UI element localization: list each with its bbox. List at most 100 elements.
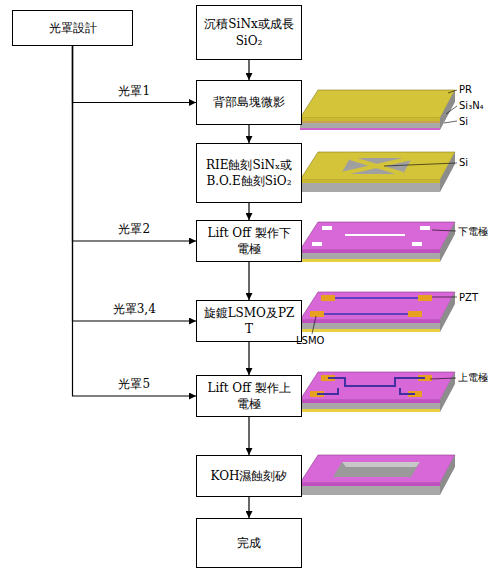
layer-label: Si [459,116,468,127]
flow-arrow [248,262,249,300]
wafer-stage-6-part [300,455,455,483]
process-box: RIE蝕刻SiNₓ或 B.O.E蝕刻SiO₂ [196,143,302,203]
wafer-stage-4-part [324,313,408,315]
layer-label: 下電極 [458,226,488,237]
layer-label: PZT [459,292,478,303]
process-box: Lift Off 製作上 電極 [196,375,302,417]
wafer-stage-4-part [300,320,440,323]
wafer-stage-4-part [310,311,324,317]
mask-label: 光罩2 [116,221,152,238]
wafer-stage-3 [300,222,456,262]
wafer-stage-6-part [300,486,440,495]
wafer-stage-2-part [300,180,440,183]
wafer-stage-6-part [333,462,420,477]
wafer-stage-1-part [446,106,457,114]
wafer-stage-6-part [440,455,455,495]
wafer-stage-1 [300,90,457,130]
wafer-stage-3-part [345,234,405,236]
wafer-stage-4-part [300,329,440,332]
wafer-stage-4-part [300,323,440,329]
wafer-stage-4-part [321,295,335,301]
step-text: 沉積SiNx或成長 SiO₂ [202,16,296,48]
mask-label: 光罩5 [116,376,152,393]
wafer-stage-4-part [408,311,422,317]
step-text: 光罩設計 [49,20,97,36]
wafer-stage-2-part [300,152,455,180]
wafer-stage-3-part [300,259,440,262]
mask-design-box: 光罩設計 [12,10,133,46]
wafer-stage-2-part [440,152,455,192]
mask-connector [73,46,197,321]
process-box: KOH濕蝕刻矽 [196,455,302,497]
mask-connector [73,46,197,241]
process-box: 沉積SiNx或成長 SiO₂ [196,5,302,60]
wafer-stage-2 [300,152,457,192]
layer-label: PR [459,84,472,95]
flow-arrow [248,125,249,143]
wafer-stage-6-part [300,483,440,486]
wafer-stage-5-part [317,388,338,394]
wafer-stage-1-part [444,121,457,123]
mask-label: 光罩3,4 [111,301,158,318]
mask-connector [73,46,197,396]
step-text: Lift Off 製作上 電極 [202,380,296,412]
wafer-stage-5-part [328,378,425,386]
wafer-stage-5-part [300,403,440,409]
wafer-stage-4-part [432,297,457,298]
wafer-stage-3-part [322,226,332,230]
layer-label: Si₃N₄ [459,100,484,111]
wafer-stage-3-part [432,230,456,231]
layer-label: 上電極 [458,372,488,383]
wafer-stage-2-part [341,158,412,174]
wafer-stage-1-part [300,123,440,128]
wafer-stage-3-part [412,242,422,246]
step-text: 背部島塊微影 [213,94,285,110]
wafer-stage-5-part [430,378,456,379]
wafer-stage-4-part [335,297,418,299]
step-text: 旋鍍LSMO及PZT [202,305,296,337]
layer-label: LSMO [296,335,324,346]
wafer-stage-2-part [300,183,440,192]
step-text: Lift Off 製作下 電極 [202,225,296,257]
step-text: 完成 [237,535,261,551]
wafer-stage-3-part [300,222,455,250]
step-text: RIE蝕刻SiNₓ或 B.O.E蝕刻SiO₂ [202,157,296,189]
process-box: 背部島塊微影 [196,80,302,125]
wafer-stage-5-part [300,409,440,412]
wafer-stage-1-part [300,90,455,118]
wafer-stage-1-part [300,128,440,130]
wafer-stage-3-part [300,253,440,259]
wafer-stage-4-part [300,292,455,320]
wafer-stage-3-part [312,242,322,246]
wafer-stage-3-part [300,250,440,253]
flow-arrow [248,497,249,518]
wafer-stage-1-part [440,90,455,130]
process-box: 旋鍍LSMO及PZT [196,300,302,342]
mask-connector [73,46,197,103]
wafer-stage-2-part [384,163,457,166]
process-box: Lift Off 製作下 電極 [196,220,302,262]
flow-arrow [248,342,249,375]
wafer-stage-5-part [300,372,455,400]
wafer-stage-5 [300,372,456,412]
wafer-stage-2-part [341,158,412,174]
wafer-stage-3-part [440,222,455,262]
wafer-stage-4-part [440,292,455,332]
wafer-stage-5-part [400,388,415,394]
step-text: KOH濕蝕刻矽 [211,468,288,484]
process-box: 完成 [196,518,302,568]
flow-arrow [248,203,249,220]
wafer-stage-4-part [418,295,432,301]
flow-arrow [248,60,249,80]
mask-label: 光罩1 [116,83,152,100]
layer-label: Si [459,157,468,168]
flow-arrow [248,417,249,455]
wafer-stage-5-part [300,400,440,403]
wafer-stage-1-part [300,118,440,121]
wafer-stage-3-part [420,226,430,230]
wafer-stage-6-part [342,462,420,467]
wafer-stage-6 [300,455,455,495]
wafer-stage-4-part [312,316,316,334]
